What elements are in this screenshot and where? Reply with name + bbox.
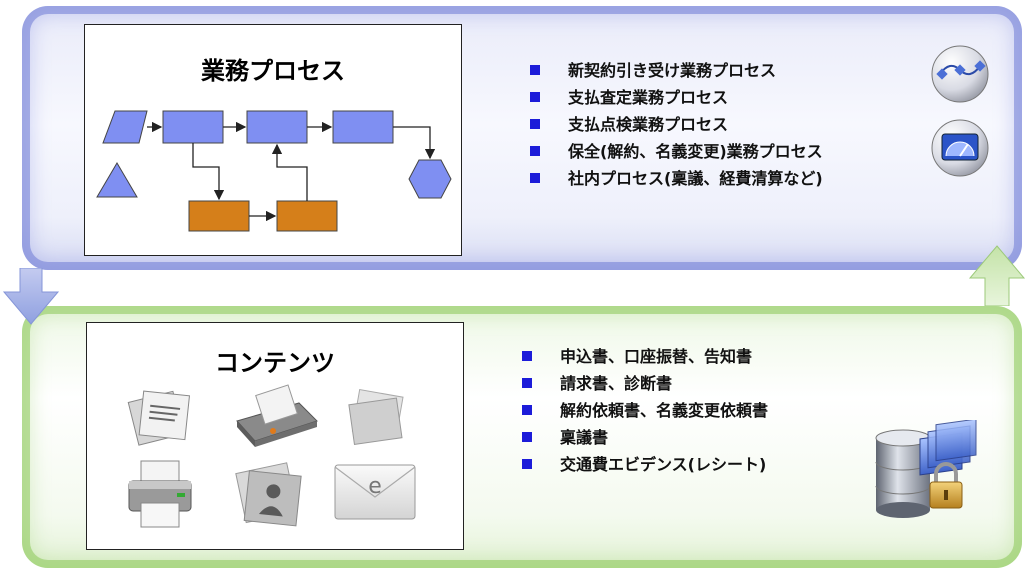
list-item-label: 保全(解約、名義変更)業務プロセス: [568, 142, 823, 161]
flow-hexagon: [408, 159, 452, 199]
process-diagram-box: 業務プロセス: [84, 24, 462, 256]
list-item: 解約依頼書、名義変更依頼書: [522, 400, 768, 427]
folder-documents-icon: [348, 388, 404, 445]
list-item-label: 解約依頼書、名義変更依頼書: [560, 401, 769, 420]
documents-icon: [127, 390, 191, 446]
person-folder-icon: [235, 462, 302, 527]
list-item: 申込書、口座振替、告知書: [522, 346, 768, 373]
flow-parallelogram: [102, 110, 148, 144]
list-item: 支払点検業務プロセス: [530, 114, 823, 141]
secure-database-icon: [875, 420, 977, 518]
contents-box: コンテンツ e: [86, 322, 464, 550]
list-item-label: 稟議書: [560, 428, 609, 447]
list-item-label: 請求書、診断書: [560, 374, 673, 393]
list-item-label: 申込書、口座振替、告知書: [560, 347, 753, 366]
flow-process-3: [332, 110, 394, 144]
dashboard-gauge-icon: [931, 119, 989, 177]
up-arrow-icon: [968, 245, 1026, 306]
list-item-label: 新契約引き受け業務プロセス: [568, 61, 777, 80]
list-item: 交通費エビデンス(レシート): [522, 454, 768, 481]
flow-process-1: [162, 110, 224, 144]
down-arrow-icon: [2, 268, 60, 325]
flow-process-2: [246, 110, 308, 144]
list-item: 支払査定業務プロセス: [530, 87, 823, 114]
contents-list: 申込書、口座振替、告知書 請求書、診断書 解約依頼書、名義変更依頼書 稟議書 交…: [522, 346, 768, 481]
list-item-label: 交通費エビデンス(レシート): [560, 455, 767, 474]
process-title: 業務プロセス: [201, 57, 345, 85]
list-item: 新契約引き受け業務プロセス: [530, 60, 823, 87]
process-list: 新契約引き受け業務プロセス 支払査定業務プロセス 支払点検業務プロセス 保全(解…: [530, 60, 823, 195]
workflow-icon: [931, 45, 989, 103]
mail-letter: e: [368, 474, 382, 499]
list-item-label: 支払査定業務プロセス: [568, 88, 729, 107]
list-item: 請求書、診断書: [522, 373, 768, 400]
list-item: 保全(解約、名義変更)業務プロセス: [530, 141, 823, 168]
flow-subprocess-1: [188, 200, 250, 232]
list-item-label: 支払点検業務プロセス: [568, 115, 729, 134]
list-item-label: 社内プロセス(稟議、経費清算など): [568, 169, 823, 188]
envelope-icon: e: [334, 464, 416, 520]
printer-icon: [128, 460, 192, 528]
list-item: 社内プロセス(稟議、経費清算など): [530, 168, 823, 195]
flowchart-diagram: [96, 110, 452, 232]
list-item: 稟議書: [522, 427, 768, 454]
flow-subprocess-2: [276, 200, 338, 232]
contents-title: コンテンツ: [215, 349, 335, 377]
scanner-icon: [236, 384, 318, 447]
flow-triangle: [96, 162, 138, 198]
